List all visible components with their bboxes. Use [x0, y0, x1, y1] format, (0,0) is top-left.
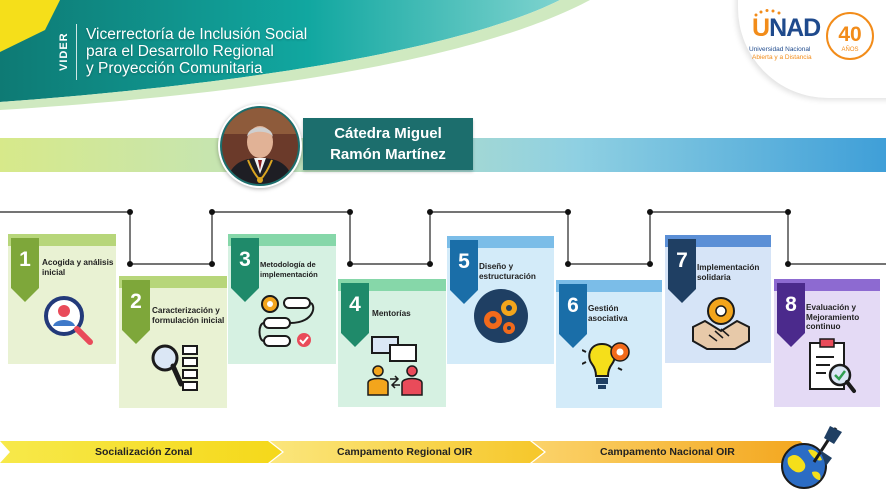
clipboard-check-icon [809, 338, 856, 393]
step-label-2: Caracterización y formulación inicial [152, 306, 225, 325]
header-banner [0, 0, 590, 110]
step-number-ribbon [341, 283, 369, 347]
step-number-6: 6 [567, 294, 579, 317]
step-label-3: Metodología de implementación [260, 260, 318, 279]
unad-logo: UNAD [752, 14, 821, 43]
process-connectors [0, 209, 886, 267]
step-label-1: Acogida y análisis inicial [42, 258, 114, 277]
gear-workflow-icon [258, 295, 315, 347]
step-card-2: 2 Caracterización y formulación inicial [119, 276, 227, 408]
step-label-6: Gestión asociativa [588, 304, 628, 323]
step-number-2: 2 [130, 290, 142, 313]
step-number-7: 7 [676, 249, 688, 272]
unad-subtitle-2: Abierta y a Distancia [752, 54, 812, 61]
anniversary-number: 40 [838, 23, 862, 46]
step-number-5: 5 [458, 250, 470, 273]
unad-logo-nad: NAD [769, 14, 821, 42]
unad-subtitle-1: Universidad Nacional [749, 46, 811, 53]
phase-label-3: Campamento Nacional OIR [600, 446, 735, 458]
catedra-title-line-2: Ramón Martínez [330, 146, 446, 163]
step-card-5: 5 Diseño y estructuración [447, 236, 554, 364]
step-number-ribbon [668, 239, 696, 303]
phase-label-1: Socialización Zonal [95, 446, 193, 458]
anniversary-logo: 40 AÑOS [826, 12, 874, 60]
step-number-1: 1 [19, 248, 31, 271]
step-number-3: 3 [239, 248, 251, 271]
step-number-ribbon [231, 238, 259, 302]
step-number-ribbon [450, 240, 478, 304]
header-title-line-1: Vicerrectoría de Inclusión Social [86, 26, 308, 43]
magnifier-person-icon [44, 296, 93, 345]
phase-bar [0, 441, 814, 463]
step-card-7: 7 Implementación solidaria [665, 235, 771, 363]
unad-logo-u: U [752, 14, 770, 42]
step-card-4: 4 Mentorías [338, 279, 446, 407]
step-number-ribbon [777, 283, 805, 347]
step-card-8: 8 Evaluación y Mejoramiento continuo [774, 279, 880, 407]
step-number-4: 4 [349, 293, 361, 316]
step-card-3: 3 Metodología de implementación [228, 234, 336, 364]
gears-circle-icon [474, 289, 528, 343]
step-number-ribbon [559, 284, 587, 348]
step-card-1: 1 Acogida y análisis inicial [8, 234, 116, 364]
mentoring-chat-icon [367, 336, 423, 396]
phase-label-2: Campamento Regional OIR [337, 446, 473, 458]
anniversary-text: AÑOS [841, 47, 859, 53]
step-number-ribbon [11, 238, 39, 302]
step-label-5: Diseño y estructuración [479, 262, 536, 281]
step-label-7: Implementación solidaria [697, 263, 760, 282]
vider-badge: VIDER [58, 24, 77, 80]
header-title-line-2: para el Desarrollo Regional [86, 43, 274, 60]
magnifier-list-icon [151, 344, 198, 391]
header-title-line-3: y Proyección Comunitaria [86, 60, 263, 77]
globe-flag-icon [781, 426, 842, 489]
step-label-4: Mentorías [372, 309, 411, 318]
step-label-8: Evaluación y Mejoramiento continuo [806, 303, 860, 331]
step-number-ribbon [122, 280, 150, 344]
lightbulb-gear-icon [582, 342, 630, 389]
unad-dots-icon [754, 9, 781, 17]
handshake-gear-icon [692, 297, 750, 350]
step-card-6: 6 Gestión asociativa [556, 280, 662, 408]
catedra-title-line-1: Cátedra Miguel [334, 125, 442, 142]
portrait-image [218, 104, 302, 188]
step-number-8: 8 [785, 293, 797, 316]
